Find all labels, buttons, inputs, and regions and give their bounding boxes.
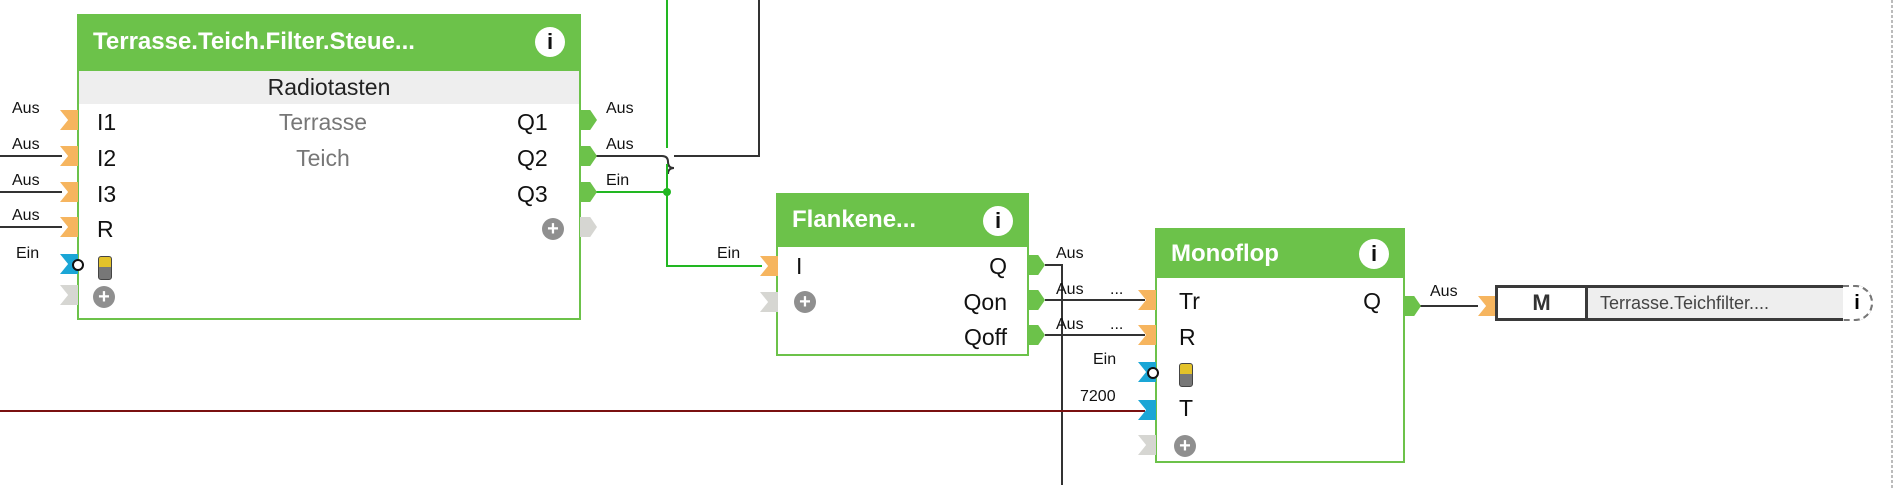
input-label: Tr xyxy=(1179,288,1200,314)
output-port-empty[interactable] xyxy=(580,217,597,237)
wire-junction xyxy=(663,188,671,196)
output-label: Qon xyxy=(963,289,1007,315)
add-input-icon[interactable]: + xyxy=(794,291,816,313)
input-value: ... xyxy=(1110,281,1124,298)
wire-q2[interactable] xyxy=(596,0,760,175)
info-icon[interactable]: i xyxy=(1359,239,1389,269)
add-output-icon[interactable]: + xyxy=(542,218,564,240)
input-label: I xyxy=(796,253,803,279)
output-value: Aus xyxy=(1056,281,1084,298)
memory-name: Terrasse.Teichfilter.... xyxy=(1600,293,1770,313)
memory-type: M xyxy=(1498,288,1588,318)
add-input-icon[interactable]: + xyxy=(93,286,115,308)
input-port-empty[interactable] xyxy=(1138,435,1156,455)
input-label: I3 xyxy=(97,181,117,207)
input-port[interactable] xyxy=(1478,296,1496,316)
output-port[interactable] xyxy=(1028,325,1045,345)
input-value: Aus xyxy=(12,136,40,153)
output-label: Qoff xyxy=(963,324,1007,350)
output-port[interactable] xyxy=(1028,255,1045,275)
block-header[interactable]: Monoflop i xyxy=(1157,230,1403,278)
input-value: Ein xyxy=(16,245,40,262)
add-input-icon[interactable]: + xyxy=(1174,435,1196,457)
output-label: Q1 xyxy=(517,109,548,135)
output-value: Aus xyxy=(606,136,634,153)
input-value: Aus xyxy=(12,207,40,224)
output-port[interactable] xyxy=(1028,290,1045,310)
input-value: Ein xyxy=(717,245,741,262)
input-port-empty[interactable] xyxy=(760,292,778,312)
input-port[interactable] xyxy=(60,146,78,166)
output-label: Q xyxy=(1363,288,1381,314)
output-label: Q xyxy=(989,253,1007,279)
block-header[interactable]: Flankene... i xyxy=(778,195,1027,247)
output-value: Aus xyxy=(1056,245,1084,262)
negation-icon xyxy=(1147,367,1159,379)
input-port-empty[interactable] xyxy=(60,285,78,305)
battery-icon xyxy=(98,256,112,280)
radiotasten-block[interactable]: Terrasse.Teich.Filter.Steue... i Radiota… xyxy=(77,14,581,320)
output-port[interactable] xyxy=(580,110,597,130)
input-port[interactable] xyxy=(760,256,778,276)
input-value: Aus xyxy=(12,100,40,117)
input-value: ... xyxy=(1110,316,1124,333)
description: Teich xyxy=(296,145,350,171)
wire-q3-vertical[interactable] xyxy=(666,0,762,267)
flankenerkennung-block[interactable]: Flankene... i I + Q Qon Qoff xyxy=(776,193,1029,356)
block-header[interactable]: Terrasse.Teich.Filter.Steue... i xyxy=(79,16,579,71)
block-title: Flankene... xyxy=(792,206,917,233)
monoflop-block[interactable]: Monoflop i Tr R T + Q xyxy=(1155,228,1405,463)
input-value: Ein xyxy=(1093,351,1117,368)
output-value: Aus xyxy=(1430,283,1458,300)
memory-output[interactable]: M Terrasse.Teichfilter.... i xyxy=(1495,285,1873,321)
info-icon[interactable]: i xyxy=(1843,285,1873,321)
description: Terrasse xyxy=(278,109,368,135)
input-label: R xyxy=(97,216,114,242)
output-label: Q3 xyxy=(517,181,548,207)
input-label: I2 xyxy=(97,145,117,171)
output-label: Q2 xyxy=(517,145,548,171)
input-port[interactable] xyxy=(1138,325,1156,345)
output-value: Aus xyxy=(606,100,634,117)
output-value: Ein xyxy=(606,172,630,189)
input-port[interactable] xyxy=(60,182,78,202)
input-value: 7200 xyxy=(1080,388,1116,405)
input-value: Aus xyxy=(12,172,40,189)
block-title: Terrasse.Teich.Filter.Steue... xyxy=(93,28,415,55)
input-label: R xyxy=(1179,324,1196,350)
block-subtitle: Radiotasten xyxy=(79,71,579,104)
input-port[interactable] xyxy=(60,110,78,130)
input-label: I1 xyxy=(97,109,117,135)
input-port[interactable] xyxy=(1138,290,1156,310)
negation-icon xyxy=(72,259,84,271)
output-port[interactable] xyxy=(580,182,597,202)
output-port[interactable] xyxy=(580,146,597,166)
info-icon[interactable]: i xyxy=(535,27,565,57)
info-icon[interactable]: i xyxy=(983,206,1013,236)
battery-icon xyxy=(1179,363,1193,387)
output-value: Aus xyxy=(1056,316,1084,333)
input-port[interactable] xyxy=(60,217,78,237)
input-label: T xyxy=(1179,395,1194,421)
input-port[interactable] xyxy=(1138,400,1156,420)
output-port[interactable] xyxy=(1404,296,1421,316)
block-title: Monoflop xyxy=(1171,240,1279,267)
